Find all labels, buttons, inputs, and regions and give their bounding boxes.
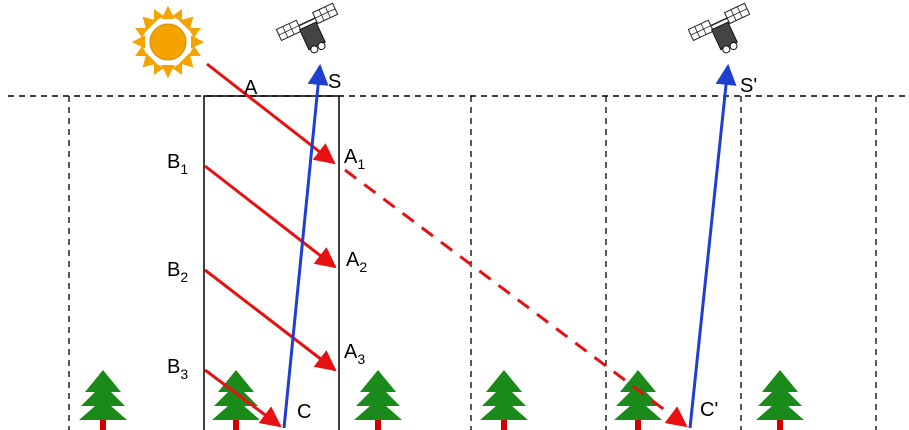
satellite-icon — [687, 2, 751, 54]
view-lines — [282, 63, 737, 429]
ray-b3-to-c — [204, 368, 282, 428]
canopy-column-box — [203, 95, 340, 430]
tree-icon — [79, 370, 127, 430]
view-c-to-s — [282, 63, 329, 429]
label-b1: B1 — [167, 151, 188, 177]
label-c: C — [297, 401, 311, 423]
ray-b2-to-a3 — [204, 268, 337, 372]
dashed-cell-boundaries — [68, 96, 877, 430]
label-a3: A3 — [344, 341, 365, 367]
view-c-prime-to-s-prime — [688, 63, 737, 429]
label-a: A — [244, 77, 258, 99]
label-s-prime: S' — [740, 75, 757, 97]
label-a1: A1 — [344, 146, 365, 172]
sun-rays — [204, 62, 688, 428]
label-b3: B3 — [167, 356, 188, 382]
label-b2: B2 — [167, 259, 188, 285]
label-s: S — [328, 71, 341, 93]
tree-icon — [480, 370, 528, 430]
ray-b1-to-a2 — [204, 164, 337, 269]
tree-icon — [756, 370, 804, 430]
tree-icon — [354, 370, 402, 430]
label-c-prime: C' — [700, 399, 718, 421]
label-a2: A2 — [346, 249, 367, 275]
tree-icon — [614, 370, 662, 430]
satellite-icon — [275, 2, 339, 54]
sun-icon — [131, 5, 205, 79]
